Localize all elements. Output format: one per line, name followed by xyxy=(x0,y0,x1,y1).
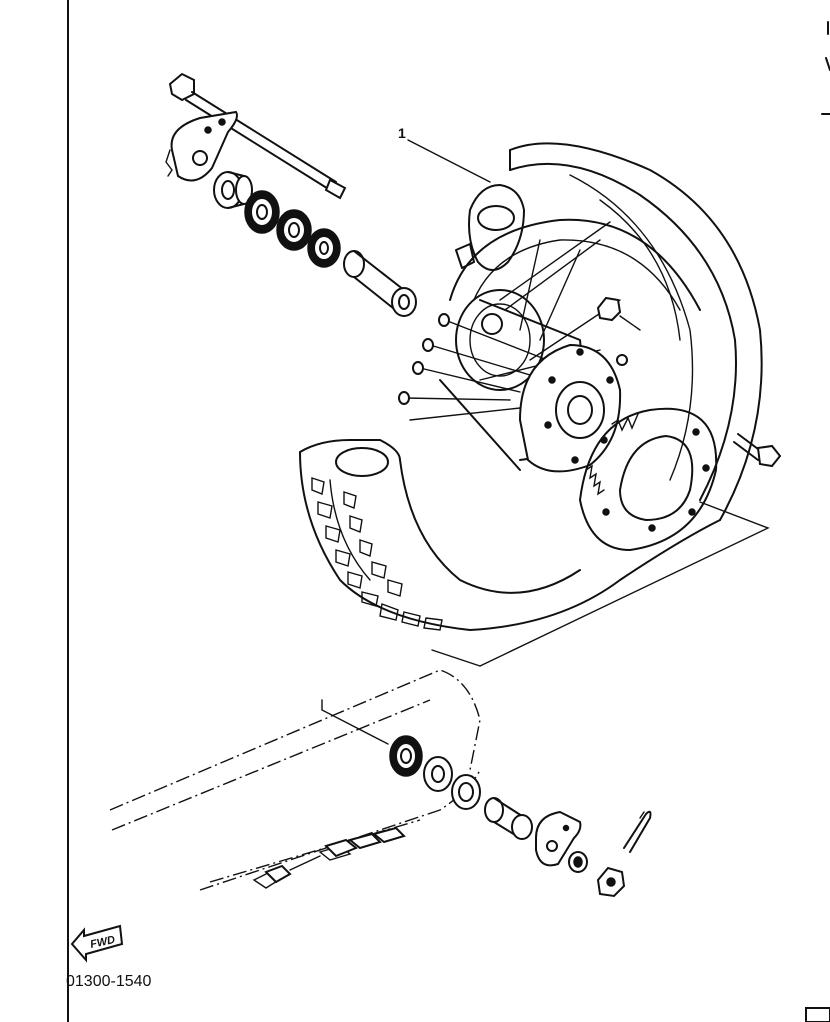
right-washer-hole xyxy=(573,856,583,868)
rear-sprocket xyxy=(579,407,718,551)
left-collar xyxy=(213,171,253,209)
right-spacer xyxy=(484,797,533,840)
tire xyxy=(299,142,763,631)
callout-leader xyxy=(407,139,491,183)
inner-tube xyxy=(455,183,526,271)
wheel-hub xyxy=(439,289,591,471)
part-code: 01300-1540 xyxy=(66,973,152,990)
hub-spacer-tube xyxy=(343,250,417,317)
axle-shaft xyxy=(168,72,347,200)
drive-chain xyxy=(252,826,406,889)
left-oil-seal xyxy=(244,190,280,234)
rim-inner xyxy=(469,239,681,311)
right-bearing xyxy=(389,735,423,777)
sprocket-leader xyxy=(479,501,770,667)
top-right-mark-2 xyxy=(825,57,830,71)
tire-leader xyxy=(431,649,481,667)
axle-nut xyxy=(596,866,626,898)
swing-arm-outline xyxy=(109,669,481,891)
bottom-right-tab xyxy=(805,1007,830,1022)
sprocket-nut xyxy=(596,296,641,331)
rim xyxy=(449,218,701,311)
cotter-pin xyxy=(623,810,652,853)
fwd-label: FWD xyxy=(89,934,116,951)
right-collar xyxy=(451,774,481,810)
right-chain-adjuster xyxy=(535,810,582,867)
left-bearing xyxy=(276,209,312,251)
left-chain-adjuster xyxy=(165,110,238,182)
sprocket-bolt xyxy=(733,433,782,468)
callout-number: 1 xyxy=(398,125,406,141)
left-bearing-2 xyxy=(307,228,341,268)
right-oil-seal xyxy=(423,756,453,792)
sprocket-hub xyxy=(518,343,622,473)
fwd-arrow: FWD xyxy=(70,924,124,963)
